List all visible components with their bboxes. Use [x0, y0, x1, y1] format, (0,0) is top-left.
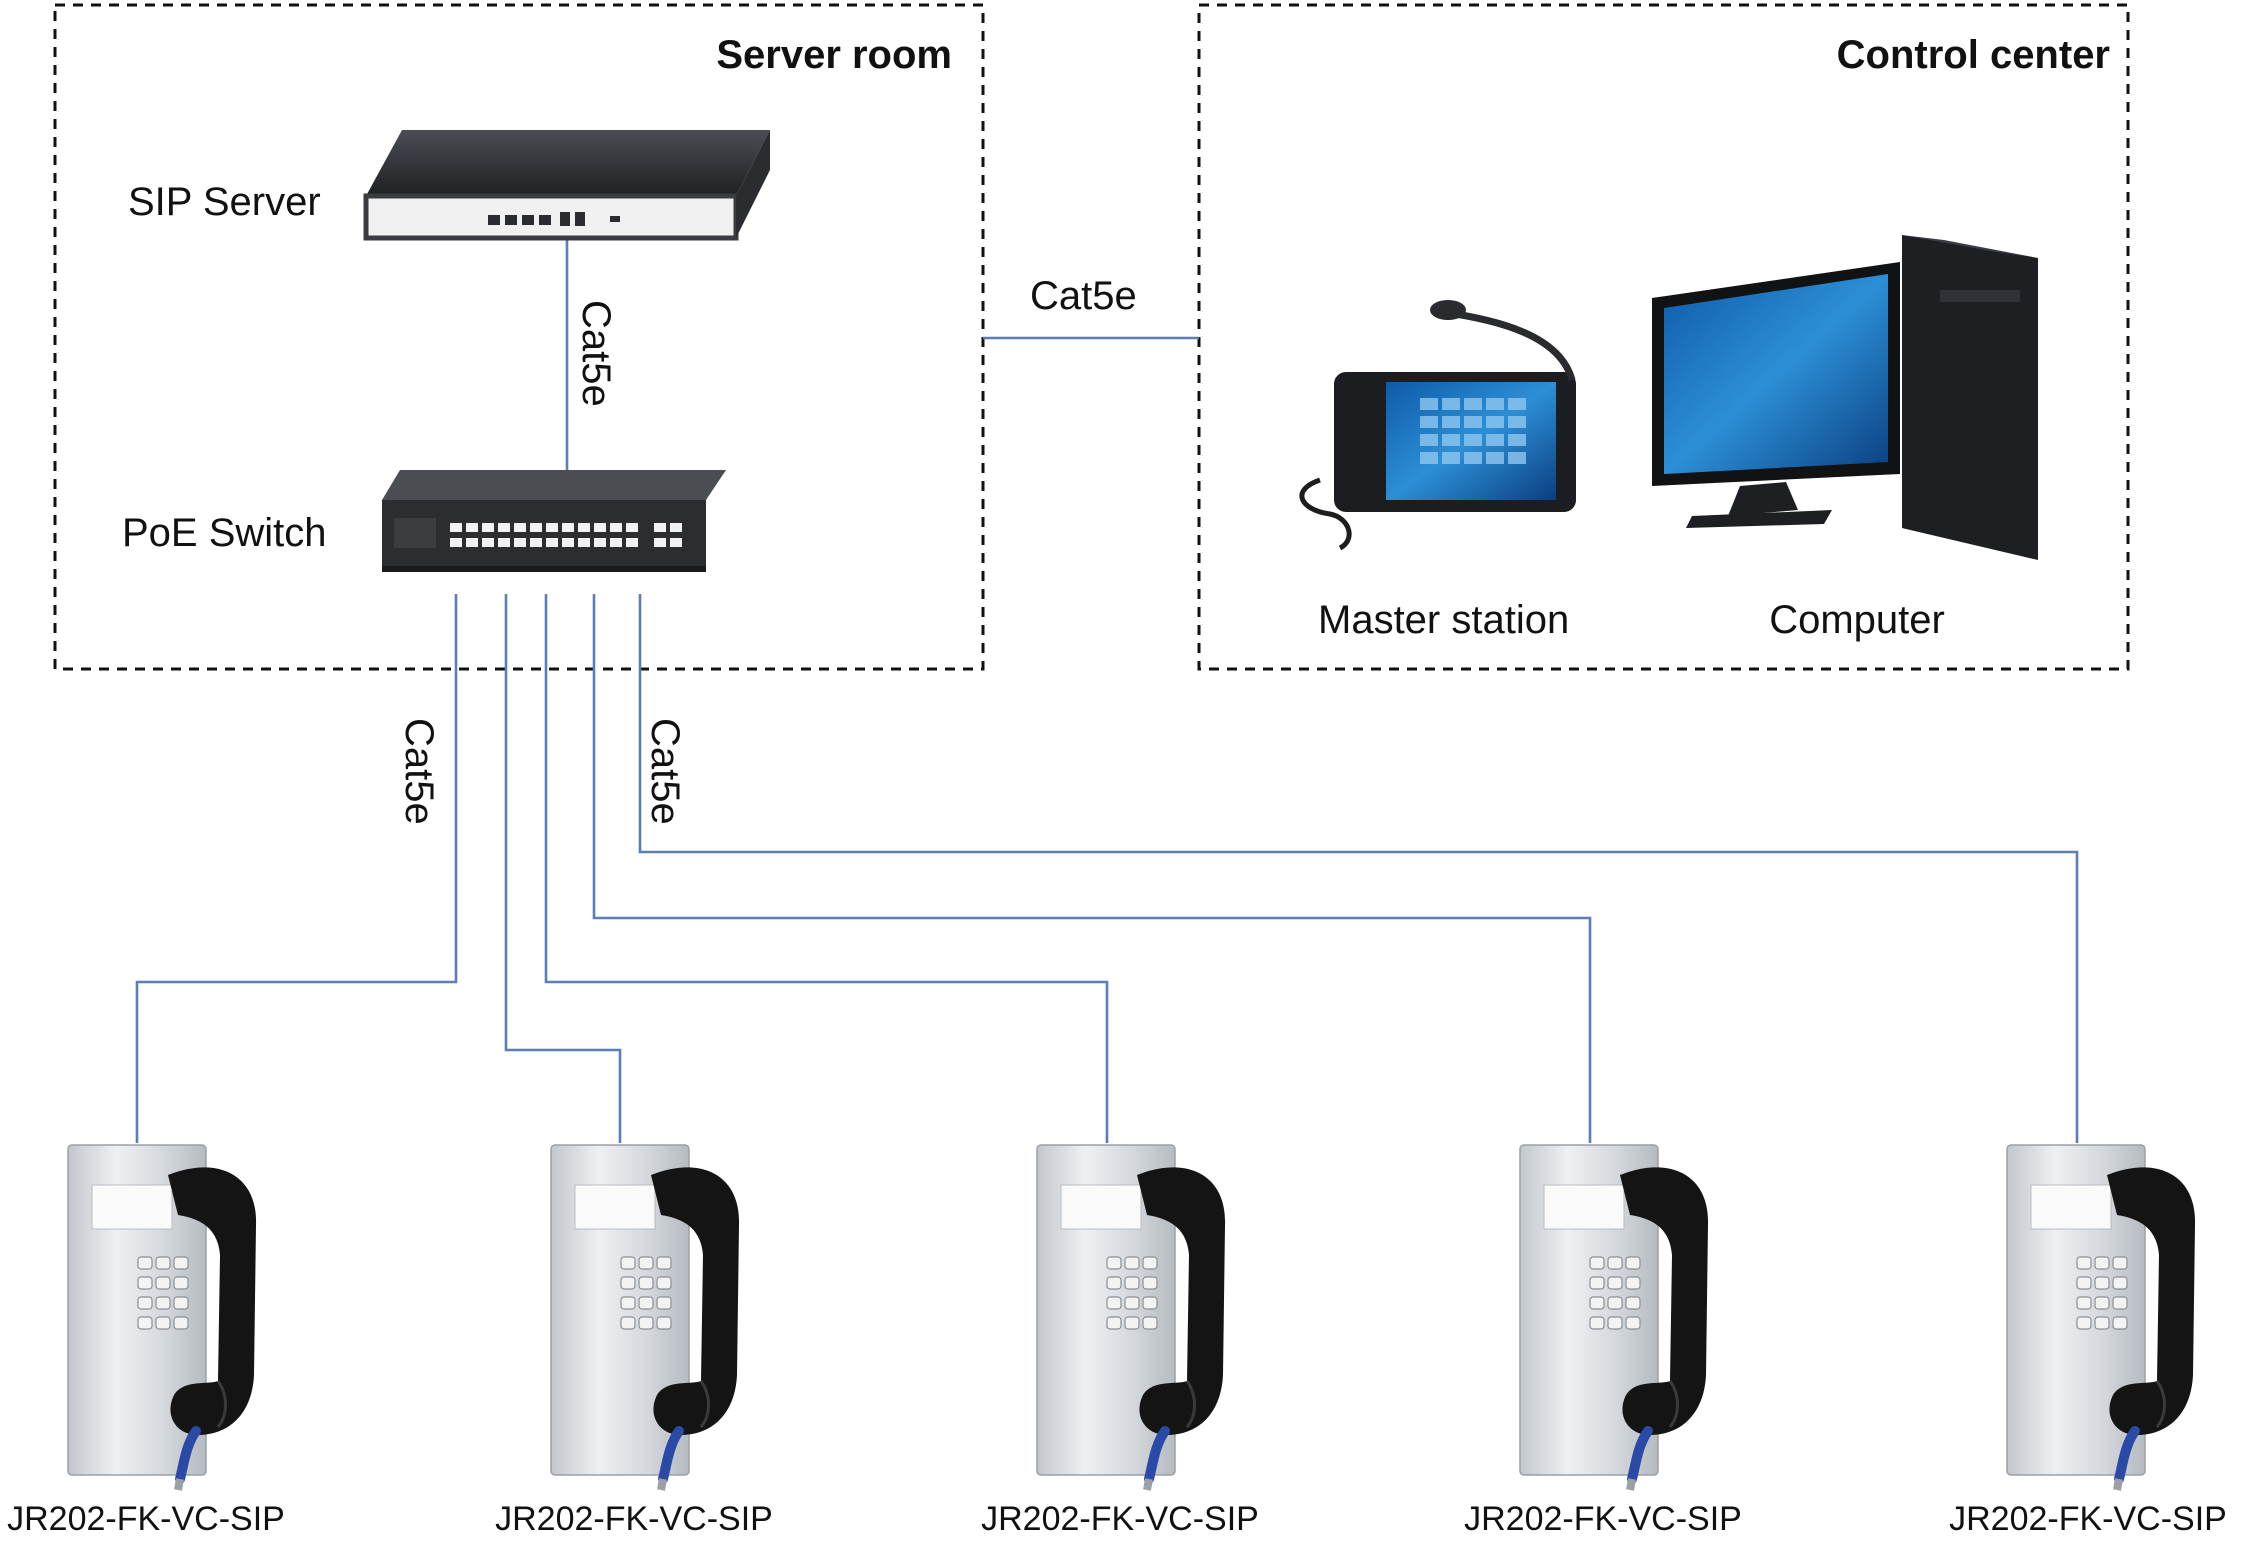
server-room-title: Server room [716, 33, 952, 77]
wire-phone-3 [544, 594, 1109, 1143]
telephone-3: JR202-FK-VC-SIP [981, 1145, 1259, 1538]
vandal-resistant-phone-icon [551, 1145, 739, 1490]
telephone-model-label: JR202-FK-VC-SIP [981, 1500, 1259, 1538]
vandal-resistant-phone-icon [1037, 1145, 1225, 1490]
network-switch-icon [382, 470, 726, 572]
telephone-5: JR202-FK-VC-SIP [1949, 1145, 2227, 1538]
wire-phone-5 [638, 594, 2079, 1143]
cable-label-switch-left: Cat5e [397, 718, 441, 825]
telephone-model-label: JR202-FK-VC-SIP [495, 1500, 773, 1538]
wire-phone-2 [504, 594, 622, 1143]
cable-label-server-switch: Cat5e [574, 300, 618, 407]
rack-server-icon [363, 130, 770, 241]
paging-console-icon [1299, 300, 1576, 551]
vandal-resistant-phone-icon [2007, 1145, 2195, 1490]
telephone-1: JR202-FK-VC-SIP [7, 1145, 285, 1538]
telephone-4: JR202-FK-VC-SIP [1464, 1145, 1742, 1538]
sip-server-label: SIP Server [128, 180, 321, 224]
control-center-title: Control center [1837, 33, 2110, 77]
cabling [135, 238, 2079, 1143]
master-station-label: Master station [1318, 598, 1569, 642]
cable-label-room-center: Cat5e [1030, 274, 1137, 318]
telephone-2: JR202-FK-VC-SIP [495, 1145, 773, 1538]
vandal-resistant-phone-icon [1520, 1145, 1708, 1490]
wire-phone-4 [592, 594, 1592, 1143]
desktop-pc-icon [1652, 235, 2038, 560]
cable-label-switch-right: Cat5e [643, 718, 687, 825]
computer-label: Computer [1769, 598, 1945, 642]
telephone-model-label: JR202-FK-VC-SIP [1949, 1500, 2227, 1538]
vandal-resistant-phone-icon [68, 1145, 256, 1490]
telephone-model-label: JR202-FK-VC-SIP [7, 1500, 285, 1538]
poe-switch-label: PoE Switch [122, 511, 327, 555]
telephone-model-label: JR202-FK-VC-SIP [1464, 1500, 1742, 1538]
wire-phone-1 [135, 594, 458, 1143]
